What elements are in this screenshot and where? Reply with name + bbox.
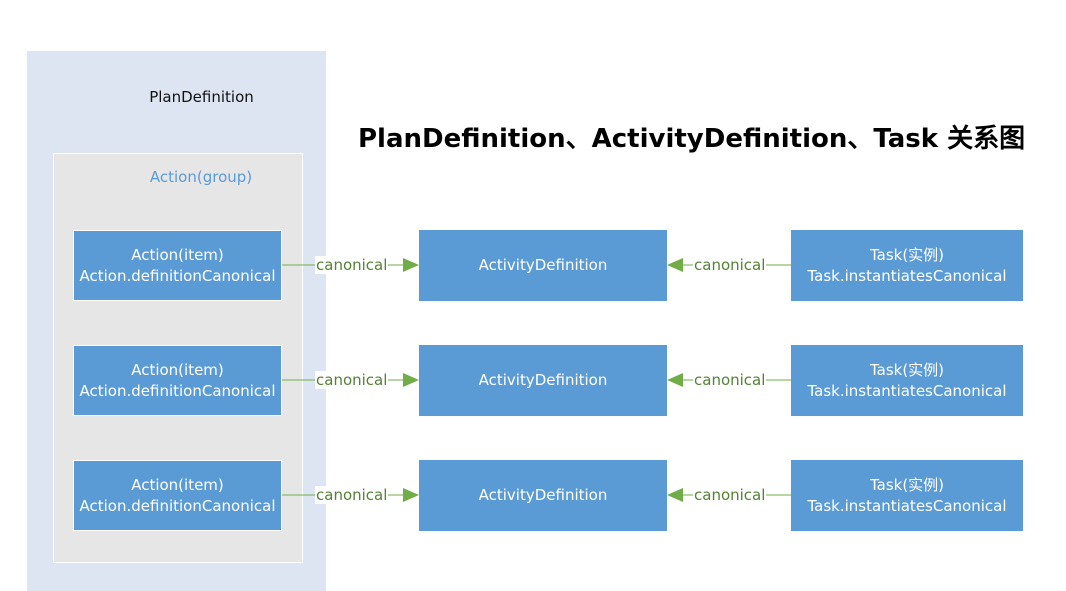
task-box: Task(实例) Task.instantiatesCanonical <box>791 345 1023 416</box>
task-instance-label: Task(实例) <box>869 360 945 379</box>
action-definition-canonical-label: Action.definitionCanonical <box>79 496 276 515</box>
task-instantiates-canonical-label: Task.instantiatesCanonical <box>807 266 1007 285</box>
canonical-edge-label: canonical <box>315 486 389 504</box>
task-box: Task(实例) Task.instantiatesCanonical <box>791 230 1023 301</box>
action-item-box: Action(item) Action.definitionCanonical <box>73 460 282 531</box>
arrowhead <box>403 258 419 272</box>
arrowhead <box>403 488 419 502</box>
activity-definition-label: ActivityDefinition <box>478 371 608 389</box>
task-instance-label: Task(实例) <box>869 475 945 494</box>
action-group-label: Action(group) <box>149 168 253 186</box>
diagram-title: PlanDefinition、ActivityDefinition、Task 关… <box>358 124 1026 154</box>
task-instantiates-canonical-label: Task.instantiatesCanonical <box>807 496 1007 515</box>
action-item-label: Action(item) <box>131 245 224 264</box>
task-instantiates-canonical-label: Task.instantiatesCanonical <box>807 381 1007 400</box>
task-box: Task(实例) Task.instantiatesCanonical <box>791 460 1023 531</box>
activity-definition-box: ActivityDefinition <box>419 460 667 531</box>
action-item-label: Action(item) <box>131 360 224 379</box>
action-item-box: Action(item) Action.definitionCanonical <box>73 345 282 416</box>
arrowhead <box>667 488 683 502</box>
plan-definition-label: PlanDefinition <box>149 88 254 106</box>
action-definition-canonical-label: Action.definitionCanonical <box>79 381 276 400</box>
activity-definition-box: ActivityDefinition <box>419 345 667 416</box>
activity-definition-box: ActivityDefinition <box>419 230 667 301</box>
action-item-label: Action(item) <box>131 475 224 494</box>
arrowhead <box>667 373 683 387</box>
canonical-edge-label: canonical <box>315 371 389 389</box>
activity-definition-label: ActivityDefinition <box>478 256 608 274</box>
action-item-box: Action(item) Action.definitionCanonical <box>73 230 282 301</box>
canonical-edge-label: canonical <box>693 486 767 504</box>
task-instance-label: Task(实例) <box>869 245 945 264</box>
canonical-edge-label: canonical <box>315 256 389 274</box>
arrowhead <box>403 373 419 387</box>
activity-definition-label: ActivityDefinition <box>478 486 608 504</box>
action-definition-canonical-label: Action.definitionCanonical <box>79 266 276 285</box>
canonical-edge-label: canonical <box>693 256 767 274</box>
arrowhead <box>667 258 683 272</box>
canonical-edge-label: canonical <box>693 371 767 389</box>
